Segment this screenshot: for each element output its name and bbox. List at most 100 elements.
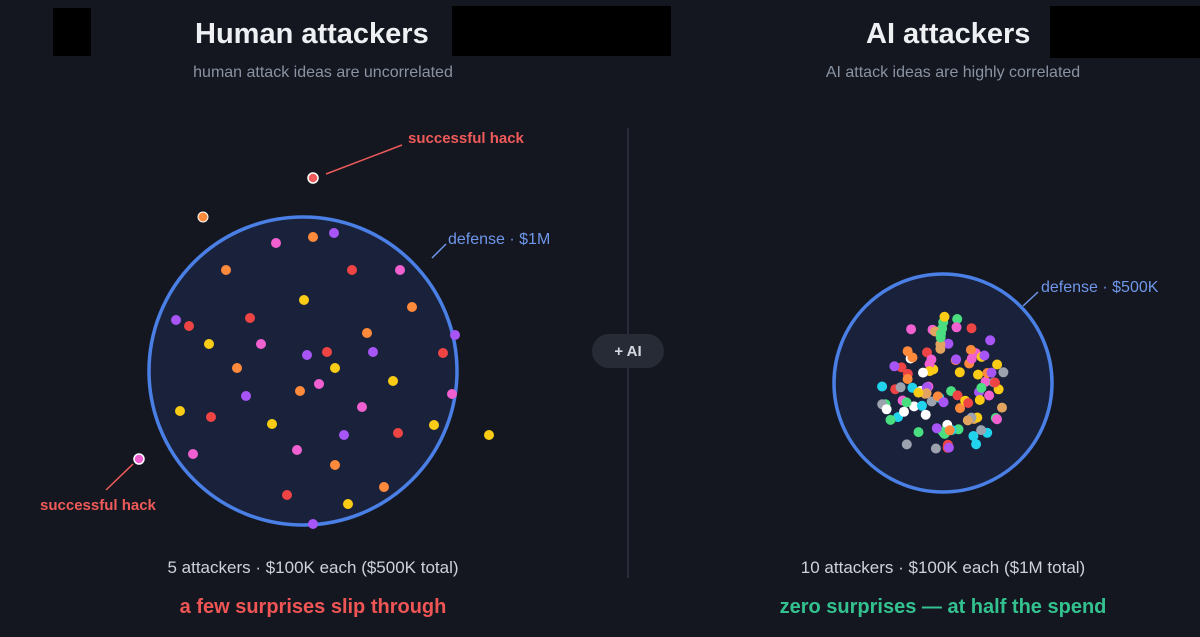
attack-dot — [918, 367, 928, 378]
attack-dot — [347, 265, 357, 275]
defense-label-right: defense · $500K — [1041, 279, 1159, 296]
attack-dot — [997, 402, 1007, 413]
attack-dot — [926, 354, 937, 365]
left-title: Human attackers — [195, 18, 429, 50]
left-stat: 5 attackers · $100K each ($500K total) — [167, 558, 459, 577]
attack-dot — [877, 381, 888, 392]
attack-dot — [943, 442, 954, 453]
attack-dot — [889, 361, 900, 372]
left-subtitle: human attack ideas are uncorrelated — [193, 64, 453, 81]
redacted-box — [53, 8, 91, 56]
right-verdict: zero surprises — at half the spend — [779, 596, 1107, 618]
attack-dot-outlier — [197, 211, 209, 223]
defense-label-left: defense · $1M — [448, 231, 551, 248]
attack-dot — [943, 338, 954, 349]
attack-dot — [955, 403, 965, 414]
attack-dot — [438, 348, 448, 358]
attack-dot — [998, 367, 1009, 378]
attack-dot — [939, 311, 950, 322]
right-subtitle: AI attack ideas are highly correlated — [825, 64, 1081, 81]
attack-dot — [954, 367, 965, 378]
attack-dot — [206, 412, 216, 422]
attack-dot — [931, 423, 942, 434]
redacted-box — [1050, 6, 1200, 58]
defense-pointer-left — [431, 243, 447, 259]
hack-pointer-bottom — [105, 463, 134, 491]
attack-dot — [902, 346, 913, 357]
attack-dot — [429, 420, 439, 430]
attack-dot — [299, 295, 309, 305]
attack-dot — [302, 350, 312, 360]
attack-dot — [204, 339, 214, 349]
attack-dot — [256, 339, 266, 349]
attack-dot — [895, 382, 906, 393]
attack-dot — [308, 232, 318, 242]
attack-dot — [221, 265, 231, 275]
attack-dot — [184, 321, 194, 331]
attack-dot — [966, 353, 977, 364]
attack-dot — [909, 401, 920, 412]
attack-dot — [921, 388, 932, 399]
attack-dot — [902, 374, 913, 384]
right-stat: 10 attackers · $100K each ($1M total) — [800, 558, 1086, 577]
attack-dot — [881, 404, 892, 415]
attack-dot — [920, 409, 931, 420]
attack-dot — [951, 354, 962, 365]
attack-dot-outlier — [484, 430, 494, 440]
attack-dot — [362, 328, 372, 338]
attack-dot — [952, 314, 963, 324]
attack-dot — [339, 430, 349, 440]
attack-dot — [292, 445, 302, 455]
human-attack-dots — [133, 172, 494, 529]
attack-dot — [329, 228, 339, 238]
defense-pointer-right — [1022, 291, 1039, 307]
attack-dot — [962, 415, 973, 426]
attack-dot — [885, 414, 896, 425]
attack-dot — [973, 369, 983, 380]
attack-dot — [963, 398, 974, 408]
attack-dot — [979, 350, 990, 361]
attack-dot — [322, 347, 332, 357]
defense-circle-small — [832, 272, 1054, 494]
attack-dot — [271, 238, 281, 248]
successful-hack-label-bottom: successful hack — [40, 497, 156, 514]
successful-hack-label-top: successful hack — [408, 130, 524, 147]
attack-dot — [971, 439, 982, 450]
attack-dot — [901, 439, 912, 450]
attack-dot — [379, 482, 389, 492]
ai-attack-dots — [877, 311, 1009, 454]
attack-dot — [395, 265, 405, 275]
attack-dot — [901, 397, 912, 408]
attack-dot — [976, 382, 987, 393]
attack-dot — [913, 387, 924, 398]
defense-circle-large — [147, 215, 459, 527]
attack-dot — [952, 390, 963, 401]
attack-dot — [965, 344, 976, 355]
successful-hack-dot — [307, 172, 319, 184]
attack-dot — [906, 324, 917, 335]
attack-dot — [171, 315, 181, 325]
attack-dot — [308, 519, 318, 529]
attack-dot — [966, 323, 977, 334]
attack-dot — [447, 389, 457, 399]
attack-dot — [343, 499, 353, 509]
attack-dot — [314, 379, 324, 389]
attack-dot — [938, 397, 949, 408]
attack-dot — [241, 391, 251, 401]
attack-dot — [267, 419, 277, 429]
attack-dot — [984, 390, 995, 401]
attack-dot — [330, 363, 340, 373]
left-verdict: a few surprises slip through — [179, 596, 447, 618]
plus-ai-badge: + AI — [592, 334, 664, 368]
attack-dot — [986, 367, 997, 378]
attack-dot — [188, 449, 198, 459]
attack-dot — [282, 490, 292, 500]
attack-dot — [388, 376, 398, 386]
attack-dot — [450, 330, 460, 340]
attack-dot — [976, 425, 987, 436]
attack-dot — [245, 313, 255, 323]
attack-dot — [913, 427, 924, 438]
hack-pointer-top — [325, 144, 403, 175]
attack-dot — [175, 406, 185, 416]
